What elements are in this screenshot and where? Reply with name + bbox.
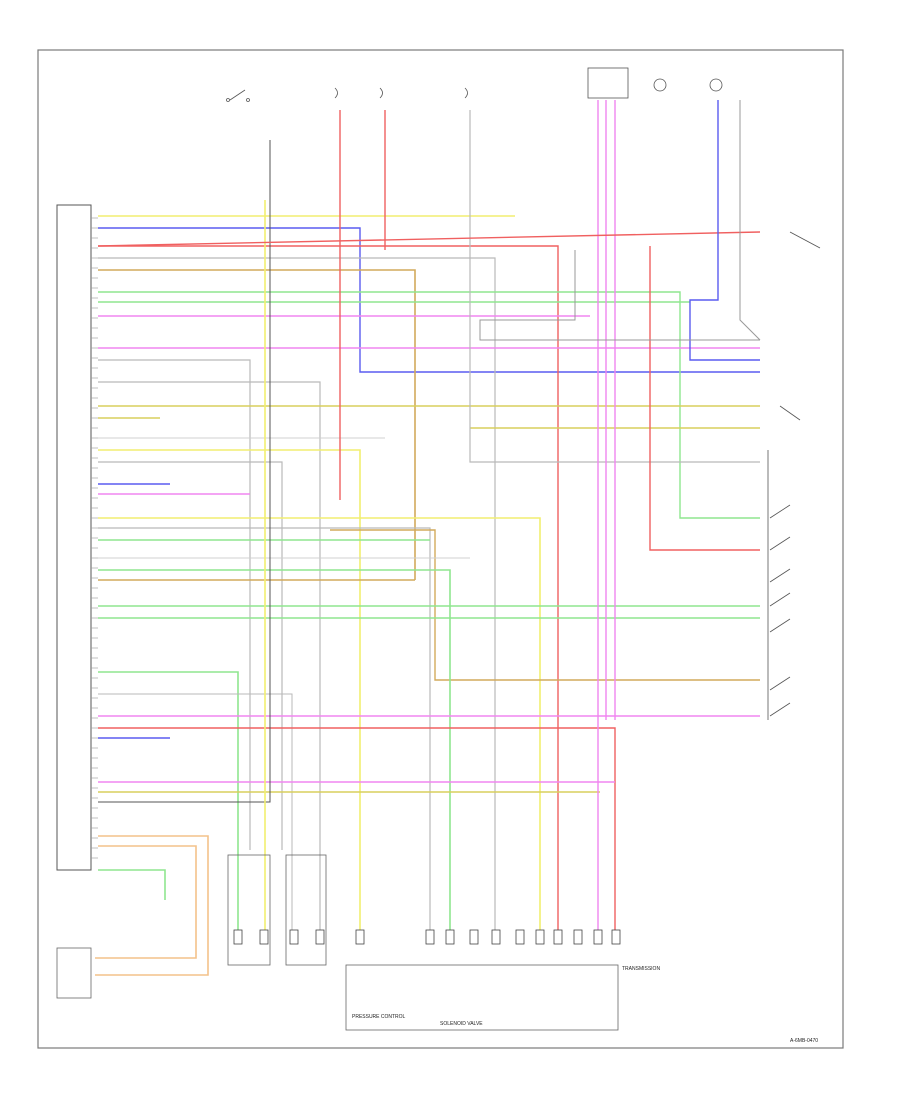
wire-green-8 xyxy=(98,869,166,900)
wire-red-2 xyxy=(98,727,616,930)
speed-sensor-mid-box xyxy=(285,854,327,966)
wire-brown-1 xyxy=(98,269,416,580)
pressure-control-label: PRESSURE CONTROL xyxy=(352,1014,406,1020)
top-fuses xyxy=(226,67,723,102)
wire-red-1 xyxy=(98,245,559,930)
wire-black-1 xyxy=(98,140,271,803)
wire-blue-top xyxy=(98,227,760,373)
wire-yellow-2 xyxy=(98,449,361,930)
tcm-connector-block xyxy=(56,204,92,871)
range-sensor-box xyxy=(56,947,92,999)
wire-gray-6 xyxy=(98,527,431,930)
transmission-solenoid-box xyxy=(345,964,619,1031)
wire-gray-2 xyxy=(98,359,251,850)
wire-gray-right xyxy=(479,100,761,341)
wire-pink-vert xyxy=(597,100,616,930)
wire-orange-3 xyxy=(95,845,197,959)
wire-green-1 xyxy=(98,291,760,519)
bottom-connector-pins xyxy=(233,929,621,945)
wire-green-4 xyxy=(98,569,451,930)
wire-orange-1 xyxy=(330,529,760,681)
range-switch-contacts xyxy=(767,231,821,720)
tcm-pin-ticks xyxy=(91,217,98,859)
wire-red-fuse xyxy=(339,110,386,500)
transmission-label: TRANSMISSION xyxy=(622,966,660,972)
wire-gray-3 xyxy=(98,381,321,930)
wire-blue-right xyxy=(689,100,760,361)
diagram-frame xyxy=(37,49,844,1049)
wire-gray-8 xyxy=(98,693,293,930)
wire-gray-5 xyxy=(98,461,283,850)
wire-red-right xyxy=(97,231,761,551)
solenoid-valve-label: SOLENOID VALVE xyxy=(440,1021,483,1027)
footer-code: A-6MB-0470 xyxy=(790,1038,818,1044)
wire-gray-1 xyxy=(98,257,496,930)
wire-gray-fuse xyxy=(469,110,760,463)
wire-orange-2 xyxy=(95,835,209,976)
wire-green-7 xyxy=(98,671,239,930)
speed-sensor-left-box xyxy=(227,854,271,966)
